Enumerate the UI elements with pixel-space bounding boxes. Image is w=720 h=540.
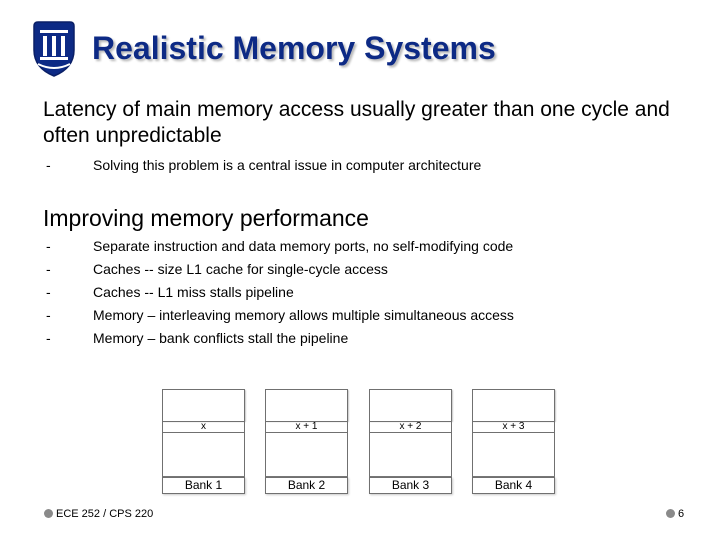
slide-title: Realistic Memory Systems (92, 30, 496, 66)
dash-marker: - (46, 330, 51, 346)
list-item: - Caches -- size L1 cache for single-cycl… (46, 258, 514, 281)
circle-bullet-icon (44, 509, 53, 518)
dash-marker: - (46, 284, 51, 300)
list-item-text: Solving this problem is a central issue … (93, 157, 482, 173)
list-item: - Separate instruction and data memory po… (46, 235, 514, 258)
circle-bullet-icon (666, 509, 675, 518)
list-item-text: Memory – bank conflicts stall the pipeli… (93, 330, 349, 346)
sub-bullets-latency: - Solving this problem is a central issue… (46, 154, 481, 177)
footer-course-text: ECE 252 / CPS 220 (56, 508, 154, 520)
bullet-latency: Latency of main memory access usually gr… (43, 98, 670, 147)
memory-bank-3: x + 2 Bank 3 (369, 389, 452, 494)
bank-address-label: x + 3 (472, 421, 555, 433)
memory-bank-2: x + 1 Bank 2 (265, 389, 348, 494)
bank-name: Bank 2 (265, 477, 348, 494)
bank-name: Bank 3 (369, 477, 452, 494)
list-item-text: Caches -- L1 miss stalls pipeline (93, 284, 294, 300)
bank-name: Bank 1 (162, 477, 245, 494)
dash-marker: - (46, 261, 51, 277)
list-item-text: Separate instruction and data memory por… (93, 238, 514, 254)
list-item: - Memory – interleaving memory allows mul… (46, 304, 514, 327)
dash-marker: - (46, 238, 51, 254)
page-number-text: 6 (678, 508, 685, 520)
memory-bank-1: x Bank 1 (162, 389, 245, 494)
list-item: - Solving this problem is a central issue… (46, 154, 481, 177)
list-item: - Caches -- L1 miss stalls pipeline (46, 281, 514, 304)
bank-top-cell (472, 389, 555, 421)
footer-page-number: 6 (666, 508, 684, 520)
bank-address-label: x + 2 (369, 421, 452, 433)
memory-bank-4: x + 3 Bank 4 (472, 389, 555, 494)
bank-address-label: x (162, 421, 245, 433)
list-item-text: Memory – interleaving memory allows mult… (93, 307, 514, 323)
bank-name: Bank 4 (472, 477, 555, 494)
bank-body (369, 433, 452, 477)
bank-top-cell (369, 389, 452, 421)
bullet-improving: Improving memory performance (43, 205, 369, 231)
dash-marker: - (46, 157, 51, 173)
footer-course: ECE 252 / CPS 220 (44, 508, 153, 520)
dash-marker: - (46, 307, 51, 323)
bank-body (162, 433, 245, 477)
bank-top-cell (265, 389, 348, 421)
list-item: - Memory – bank conflicts stall the pipel… (46, 327, 514, 350)
university-shield-icon (33, 21, 75, 77)
bank-top-cell (162, 389, 245, 421)
bank-body (265, 433, 348, 477)
sub-bullets-improving: - Separate instruction and data memory po… (46, 235, 514, 350)
bank-body (472, 433, 555, 477)
bank-address-label: x + 1 (265, 421, 348, 433)
list-item-text: Caches -- size L1 cache for single-cycle… (93, 261, 388, 277)
